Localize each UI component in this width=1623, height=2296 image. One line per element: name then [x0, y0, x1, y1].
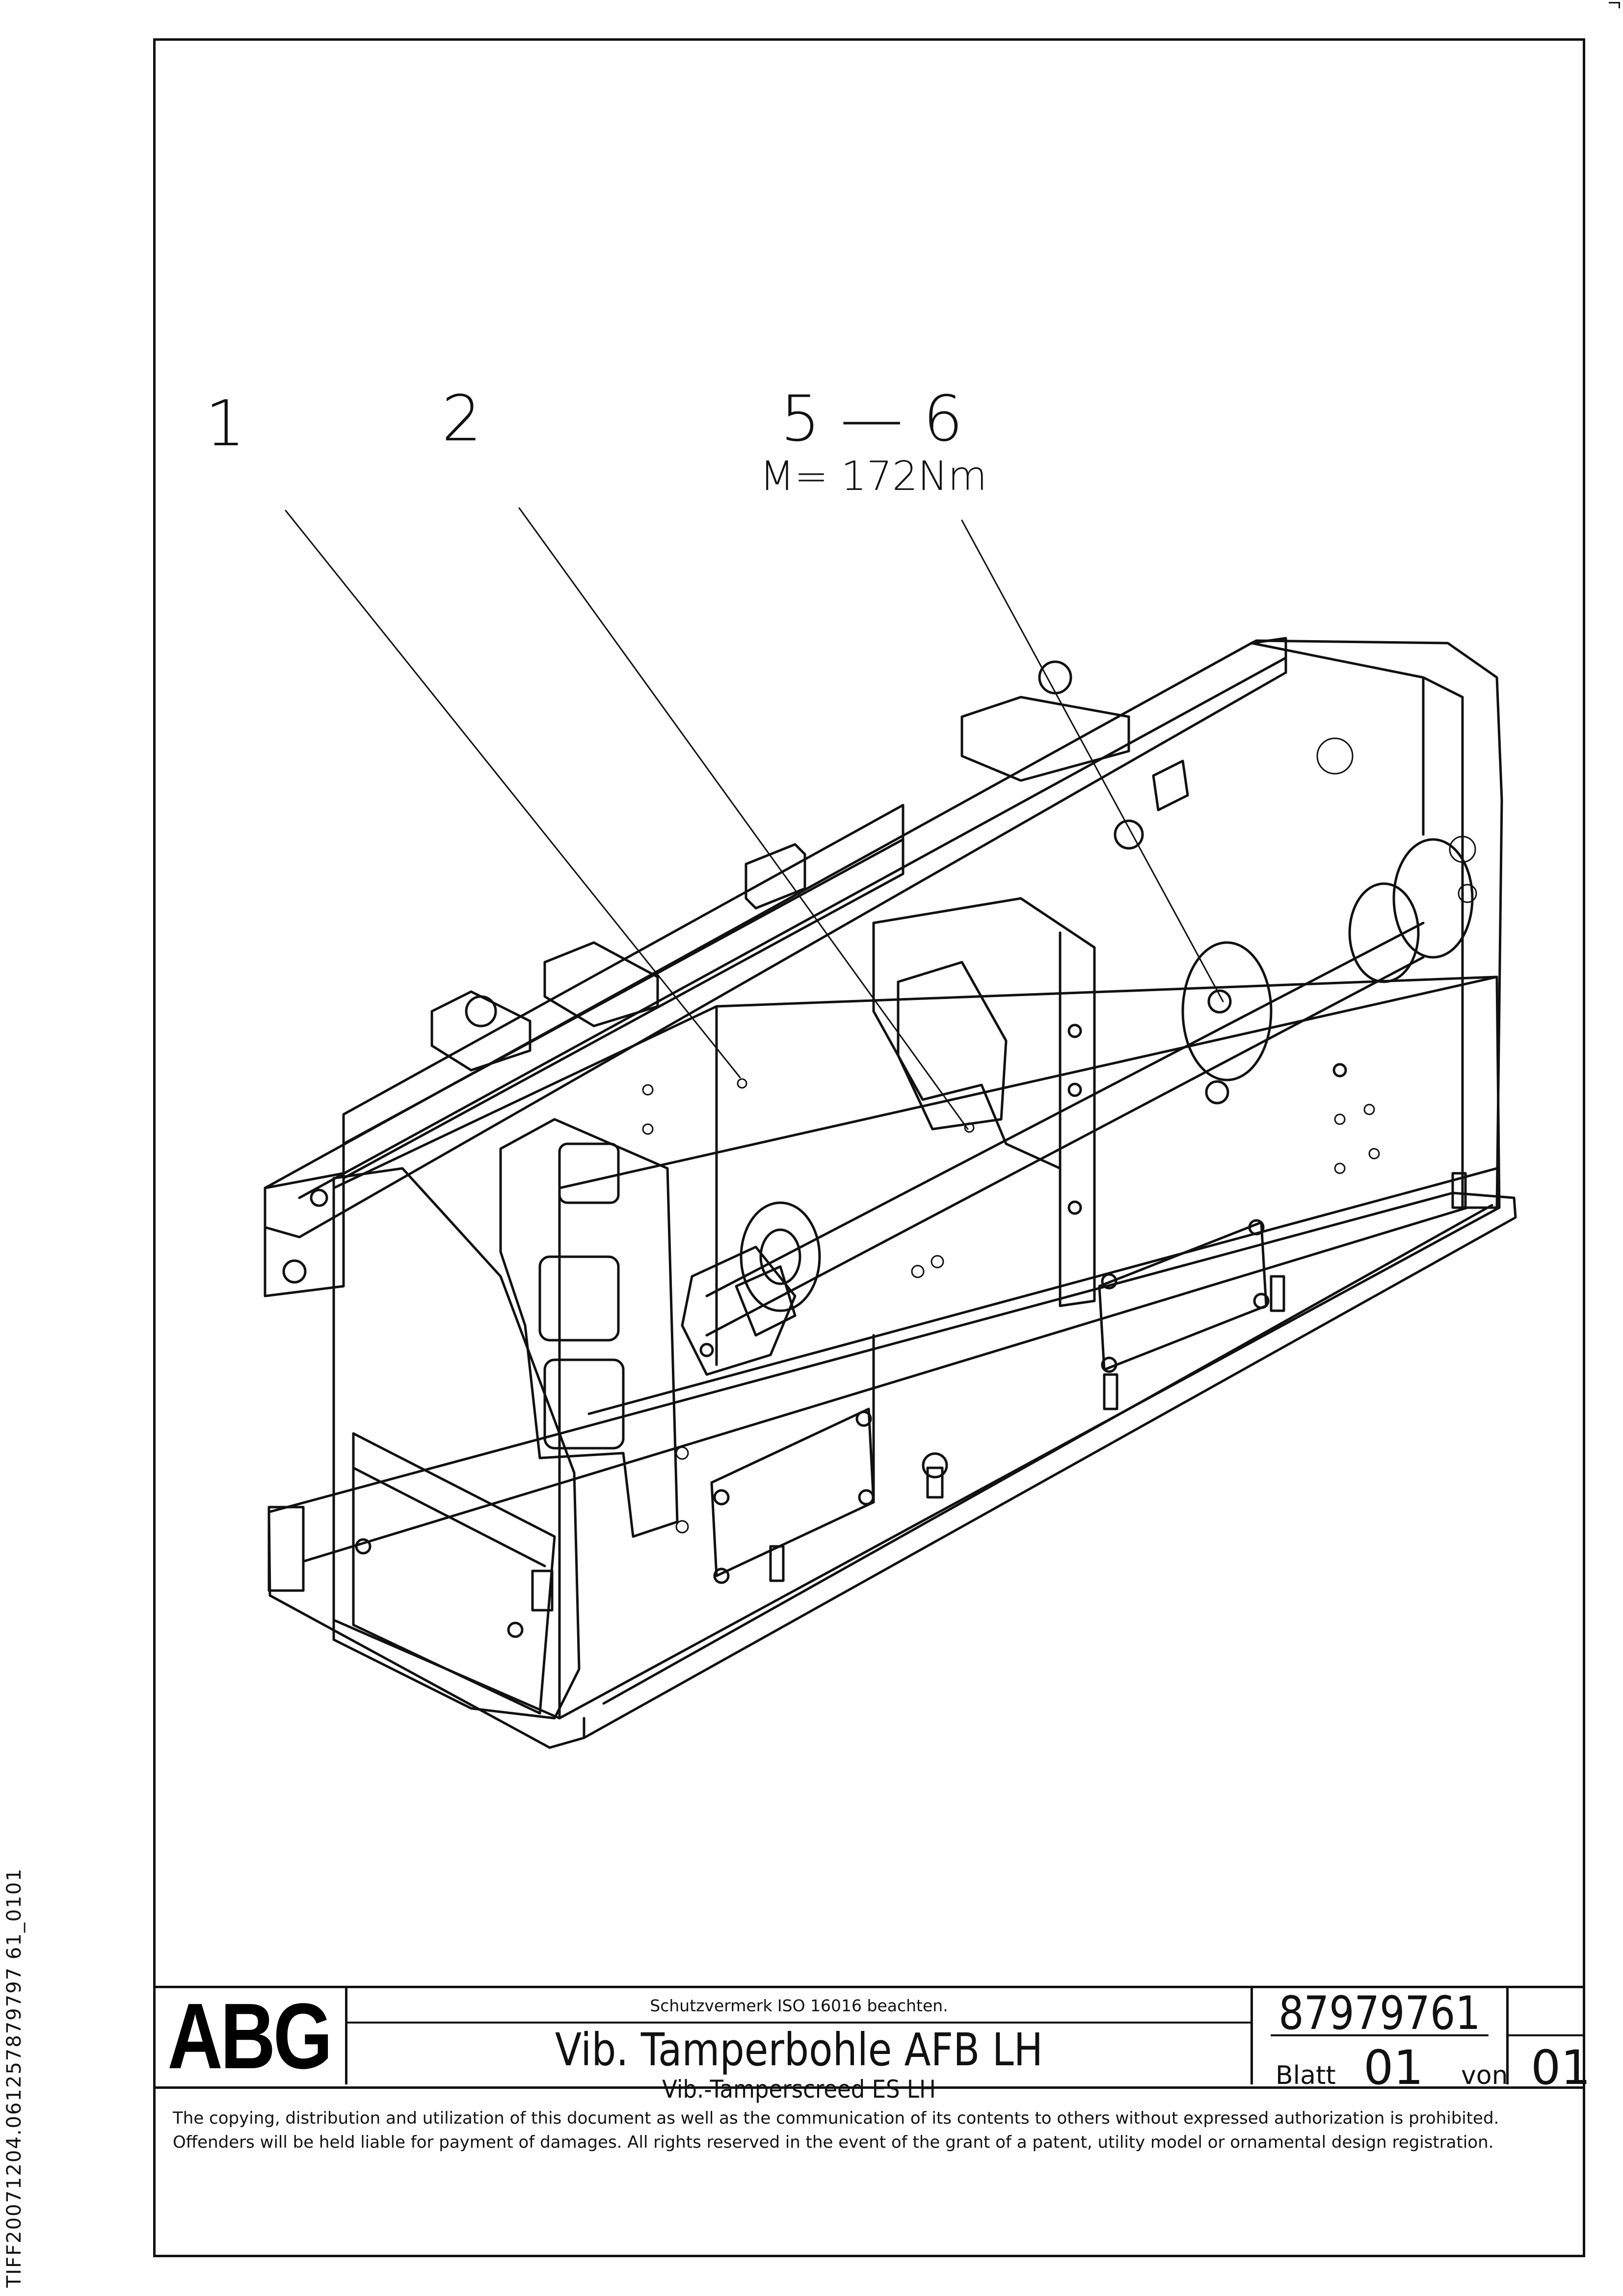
- torque-spec: M= 172Nm: [760, 453, 987, 500]
- title-cell: Schutzvermerk ISO 16016 beachten. Vib. T…: [347, 1988, 1253, 2103]
- document-number: 87979761: [1271, 1988, 1489, 2039]
- of-label: von: [1461, 2061, 1508, 2090]
- drawing-frame: [153, 38, 1585, 2257]
- top-frame: [264, 637, 1503, 1239]
- title-block: ABG Schutzvermerk ISO 16016 beachten. Vi…: [153, 1984, 1591, 2103]
- number-cell: 87979761 Blatt 01 von 01: [1253, 1988, 1591, 2095]
- base-plate: [267, 1191, 1517, 1749]
- center-bearing-frame: [872, 897, 1096, 1307]
- protection-notice: Schutzvermerk ISO 16016 beachten.: [347, 1988, 1251, 2024]
- sheet-total: 01: [1531, 2040, 1591, 2095]
- vibration-motor: [681, 1245, 797, 1376]
- left-bracket: [499, 1118, 679, 1538]
- drawing-title-german: Vib. Tamperbohle AFB LH: [555, 2024, 1043, 2076]
- logo-cell: ABG: [153, 1984, 347, 2088]
- callout-item-1: 1: [205, 387, 245, 460]
- legal-notice: The copying, distribution and utilizatio…: [153, 2086, 1585, 2257]
- sheet-label: Blatt: [1276, 2061, 1336, 2090]
- drive-shaft: [705, 838, 1474, 1337]
- front-cover: [352, 1432, 556, 1715]
- sheet-info: Blatt 01 von 01: [1253, 2038, 1591, 2095]
- left-end-plate: [264, 1167, 581, 1720]
- bolt-5-6: [1205, 989, 1347, 1105]
- middle-cover: [710, 1407, 875, 1584]
- leader-lines: [285, 507, 1224, 1130]
- sheet-number: 01: [1363, 2040, 1424, 2095]
- drawing-title-english: Vib.-Tamperscreed ES LH: [662, 2075, 936, 2104]
- right-cover: [1098, 1219, 1270, 1373]
- corner-crop-mark: [1609, 2, 1620, 8]
- abg-logo: ABG: [167, 1984, 333, 2088]
- clamp-brackets: [430, 660, 1189, 1072]
- posts: [769, 1172, 1467, 1582]
- blank-cell: [1509, 1988, 1583, 2036]
- callout-item-5-6: 5 — 6: [780, 382, 963, 456]
- mounting-holes: [642, 737, 1477, 1534]
- file-identifier: TIFF20071204.061257879797 61_0101: [3, 1867, 26, 2288]
- callout-item-2: 2: [442, 382, 482, 456]
